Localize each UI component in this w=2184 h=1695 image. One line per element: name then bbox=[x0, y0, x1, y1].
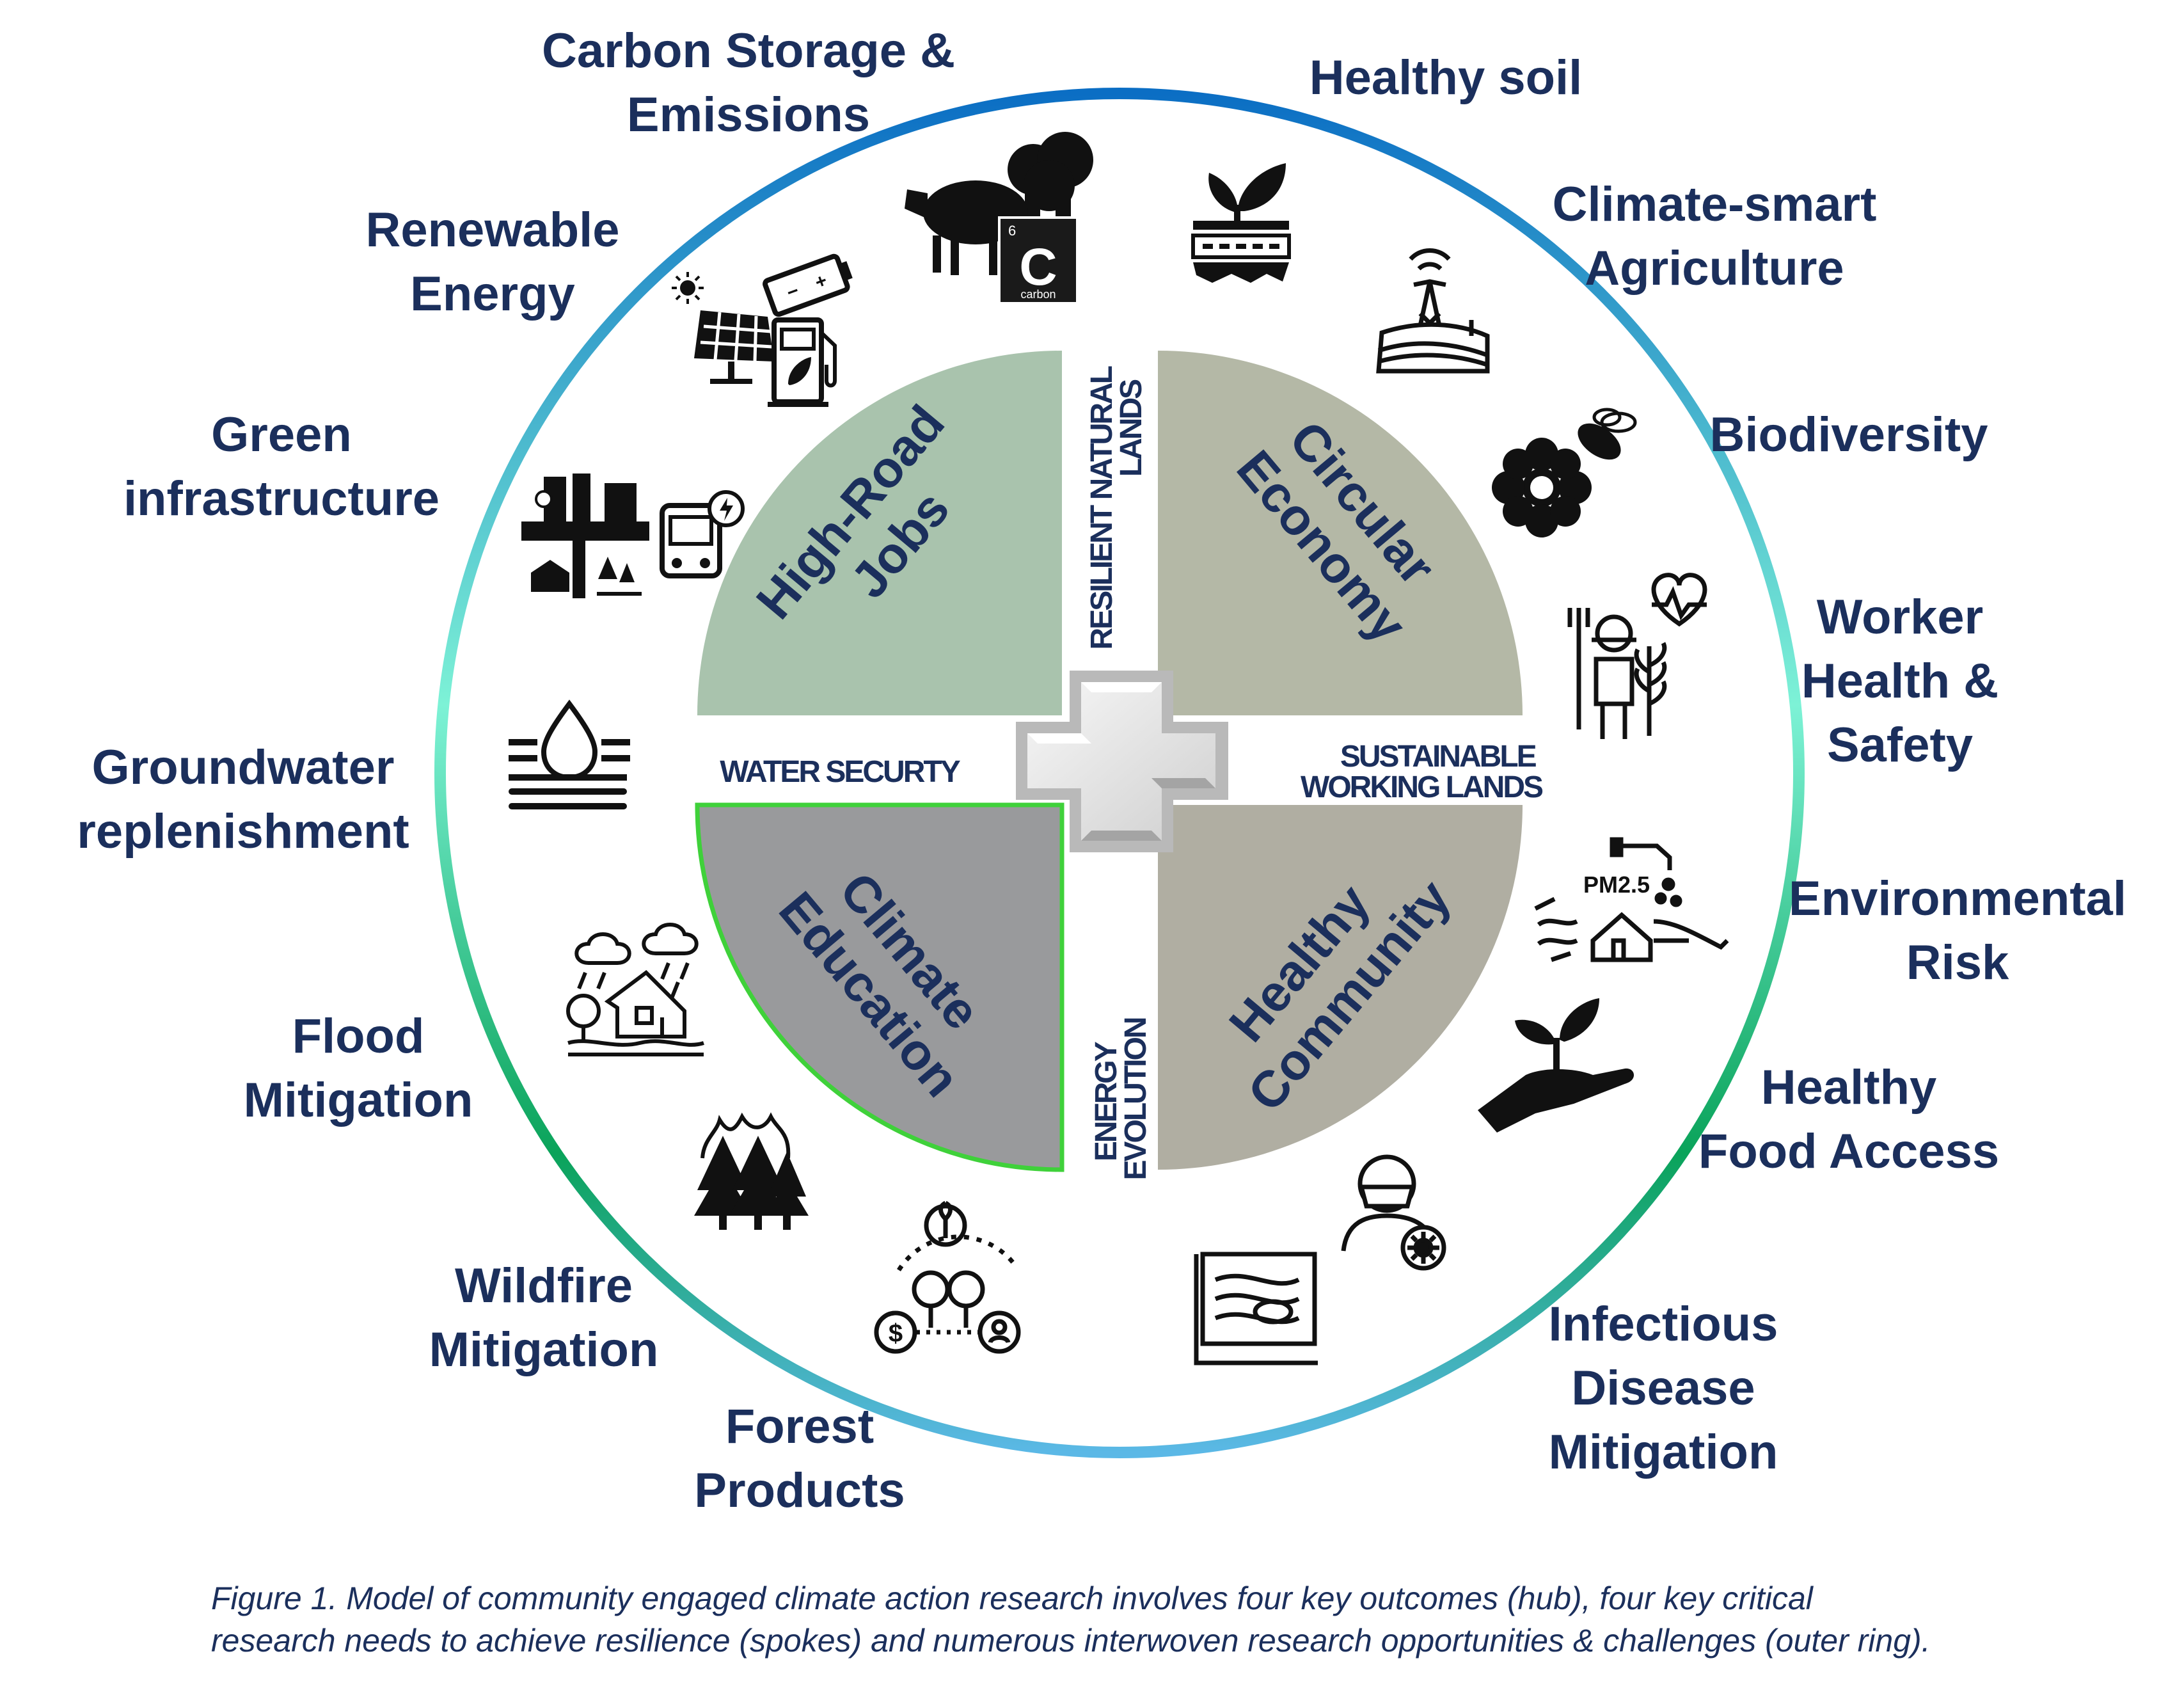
spoke-label-south: ENERGY EVOLUTION bbox=[1089, 1018, 1153, 1180]
wildfire-trees-icon bbox=[694, 1112, 809, 1230]
groundwater-drop-icon bbox=[509, 699, 630, 809]
hand-sprout-icon bbox=[1478, 998, 1634, 1133]
carbon-atomic-number: 6 bbox=[1008, 223, 1016, 239]
caption-line-2: research needs to achieve resilience (sp… bbox=[211, 1623, 1931, 1659]
dollar-symbol: $ bbox=[889, 1319, 903, 1348]
figure-caption: Figure 1. Model of community engaged cli… bbox=[211, 1577, 2169, 1662]
land-map-icon bbox=[1194, 1252, 1318, 1365]
flower-bee-icon bbox=[1492, 408, 1637, 537]
label-biodiversity: Biodiversity bbox=[1709, 408, 1988, 462]
carbon-cow-cloud-icon: C 6 carbon bbox=[905, 132, 1093, 305]
forest-economy-icon: $ bbox=[874, 1200, 1021, 1354]
quadrant-healthy-community bbox=[1158, 805, 1523, 1170]
masked-person-virus-icon bbox=[1341, 1154, 1446, 1271]
spoke-label-north: RESILIENT NATURAL LANDS bbox=[1085, 362, 1148, 650]
spoke-label-west: WATER SECURTY bbox=[720, 755, 960, 789]
farmer-health-icon bbox=[1567, 573, 1707, 739]
carbon-word: carbon bbox=[1020, 288, 1056, 301]
quadrant-high-road-jobs bbox=[697, 351, 1062, 715]
center-cross bbox=[1016, 671, 1228, 852]
quadrant-circular-economy bbox=[1158, 351, 1523, 715]
pm-label: PM2.5 bbox=[1583, 871, 1650, 898]
quadrant-climate-education bbox=[695, 802, 1064, 1172]
label-carbon-storage: Carbon Storage &Emissions bbox=[541, 24, 956, 142]
caption-line-1: Figure 1. Model of community engaged cli… bbox=[211, 1580, 1813, 1616]
antenna-field-icon bbox=[1376, 248, 1490, 374]
flood-house-icon bbox=[566, 923, 704, 1056]
pollution-hand-icon: PM2.5 bbox=[1534, 837, 1729, 962]
green-city-bus-icon bbox=[521, 473, 745, 598]
label-healthy-soil: Healthy soil bbox=[1309, 51, 1583, 105]
soil-sprout-icon bbox=[1191, 163, 1291, 283]
carbon-symbol: C bbox=[1019, 238, 1057, 296]
spoke-label-east: SUSTAINABLE WORKING LANDS bbox=[1301, 740, 1543, 804]
